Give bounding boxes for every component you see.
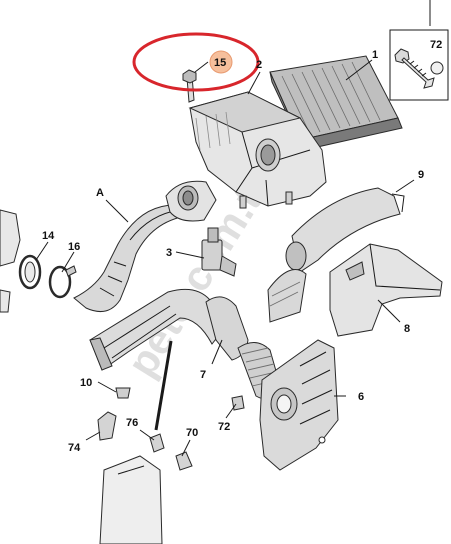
part-label-10[interactable]: 10: [80, 377, 92, 389]
bolt-15[interactable]: [182, 69, 197, 103]
part-label-70[interactable]: 70: [186, 427, 198, 439]
part-label-6[interactable]: 6: [358, 391, 364, 403]
partial-component-bottom: [99, 455, 163, 544]
partial-component-left: [0, 209, 21, 313]
air-tube-9[interactable]: [267, 187, 405, 323]
clip-74[interactable]: [97, 411, 117, 441]
highlight-circle: [132, 32, 260, 92]
fastener-72-lower[interactable]: [231, 395, 245, 411]
part-label-76[interactable]: 76: [126, 417, 138, 429]
part-label-2[interactable]: 2: [256, 59, 262, 71]
bolt-icon: [394, 48, 444, 89]
clip-70[interactable]: [175, 451, 193, 471]
part-label-74[interactable]: 74: [68, 442, 81, 454]
shield-8[interactable]: [329, 243, 443, 337]
part-label-7[interactable]: 7: [200, 369, 206, 381]
part-label-3[interactable]: 3: [166, 247, 172, 259]
highlight-badge: [209, 50, 233, 74]
part-label-14[interactable]: 14: [42, 230, 55, 242]
part-label-1[interactable]: 1: [372, 49, 378, 61]
fastener-10[interactable]: [115, 387, 131, 399]
sensor-3[interactable]: [201, 227, 237, 277]
air-intake-duct-a[interactable]: [73, 180, 217, 313]
part-label-8[interactable]: 8: [404, 323, 410, 335]
clip-76[interactable]: [149, 433, 165, 453]
part-label-9[interactable]: 9: [418, 169, 424, 181]
part-label-15[interactable]: 15: [214, 57, 226, 69]
hose-clamp-16[interactable]: [48, 265, 77, 299]
leader-lines: [35, 59, 415, 457]
part-label-a[interactable]: A: [96, 187, 104, 199]
part-label-72-inset[interactable]: 72: [430, 39, 442, 51]
bolt-inset-box: [389, 0, 449, 101]
bracket-6[interactable]: [259, 339, 339, 471]
air-filter-housing[interactable]: [188, 91, 327, 209]
part-label-72-lower[interactable]: 72: [218, 421, 230, 433]
part-label-16[interactable]: 16: [68, 241, 80, 253]
hose-clamp-14[interactable]: [18, 254, 42, 290]
lower-intake-duct[interactable]: [89, 288, 227, 371]
